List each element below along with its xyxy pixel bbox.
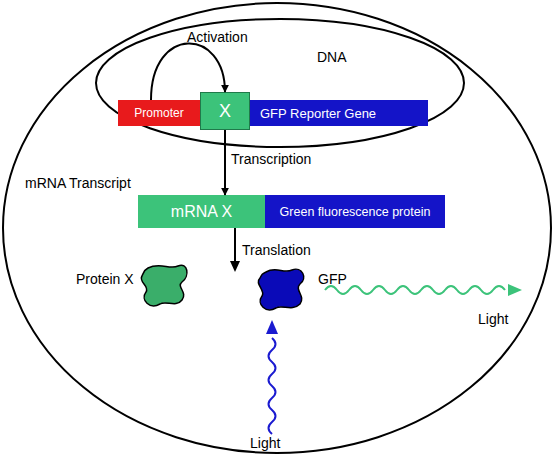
- box-text: X: [201, 93, 249, 129]
- box-text: Green fluorescence protein: [265, 195, 445, 228]
- text-label: mRNA Transcript: [25, 176, 131, 191]
- edge-label: Transcription: [231, 152, 311, 167]
- text-label: Translation: [242, 243, 311, 258]
- gene-box: Green fluorescence protein: [265, 195, 445, 228]
- arrow-head: [508, 284, 522, 296]
- excitation-light-wave: [269, 338, 276, 434]
- nucleus-outline: [95, 18, 465, 148]
- arrow-head: [266, 320, 278, 334]
- flow-arrow: [224, 130, 226, 195]
- emitted-light-wave: [325, 286, 505, 294]
- box-text: mRNA X: [138, 195, 265, 228]
- translation-arrow: [234, 228, 236, 262]
- text-label: Light: [250, 436, 280, 451]
- edge-label: Activation: [187, 30, 248, 45]
- gene-box: mRNA X: [138, 195, 265, 228]
- flow-arrow: [151, 43, 225, 100]
- text-label: Protein X: [76, 272, 134, 287]
- gene-box: GFP Reporter Gene: [250, 100, 428, 126]
- nucleus-ellipse: DNA PromoterXGFP Reporter Gene: [95, 18, 465, 148]
- protein-x-shape: [141, 265, 187, 306]
- gfp-protein-shape: [258, 269, 303, 310]
- arrow-head: [230, 261, 240, 272]
- gene-box: Promoter: [118, 100, 200, 126]
- box-text: Promoter: [118, 100, 200, 126]
- box-text: GFP Reporter Gene: [250, 100, 428, 126]
- node-title: DNA: [317, 50, 347, 65]
- cell-membrane: [3, 3, 551, 453]
- text-label: GFP: [318, 272, 347, 287]
- nucleus-outline: [96, 19, 464, 147]
- text-label: Light: [478, 312, 508, 327]
- gene-box: X: [200, 92, 250, 130]
